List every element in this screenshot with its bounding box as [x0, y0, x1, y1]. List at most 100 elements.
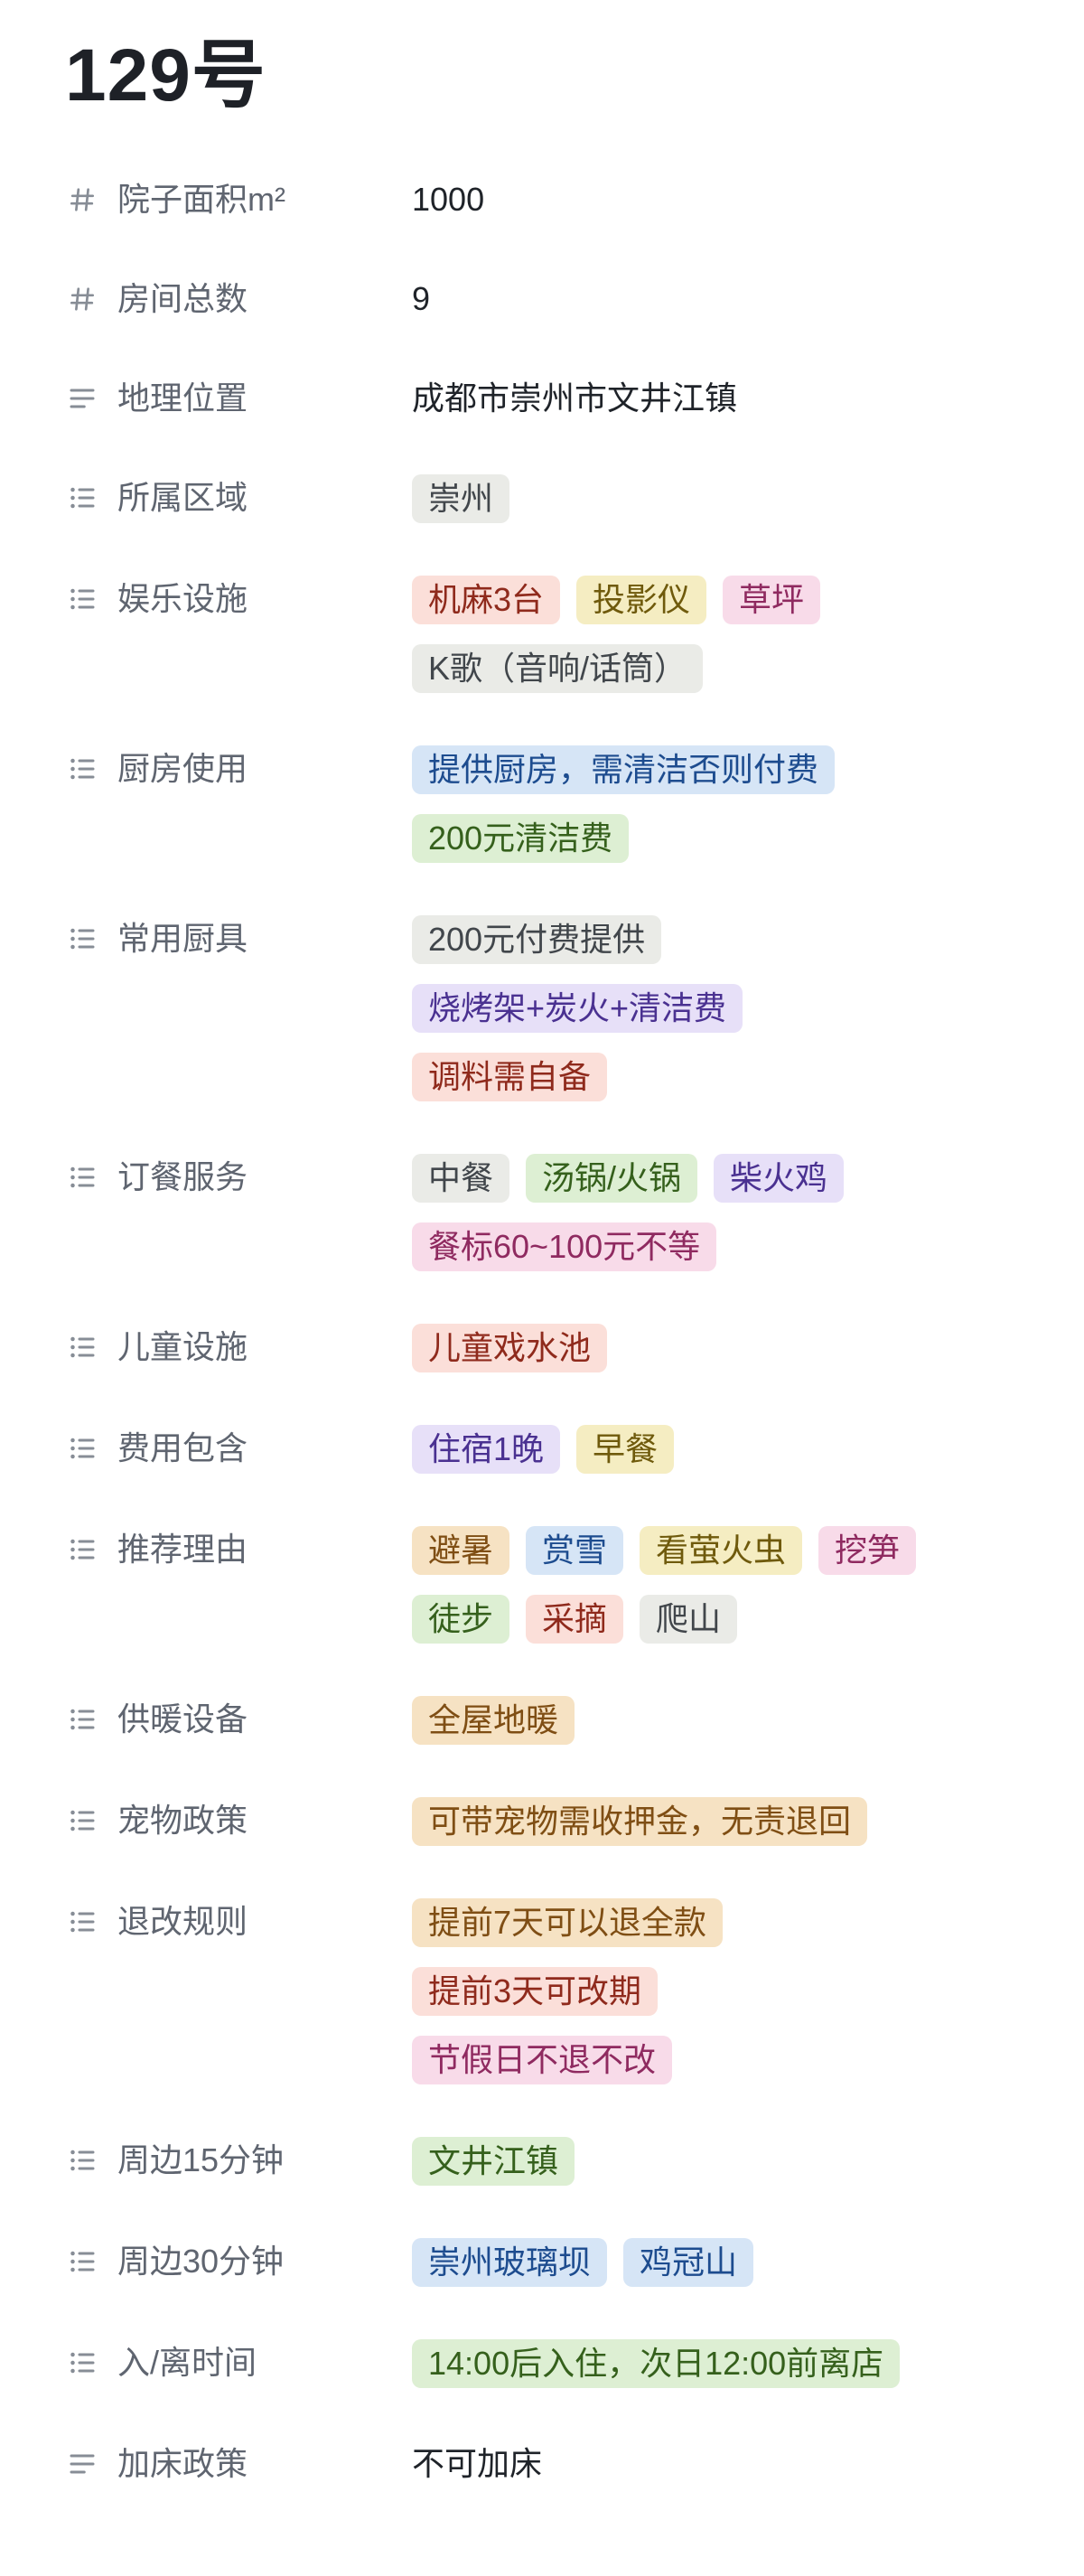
tag-line: 提前7天可以退全款: [412, 1897, 1048, 1947]
option-tag[interactable]: K歌（音响/话筒）: [412, 643, 704, 693]
field-label: 娱乐设施: [117, 579, 248, 617]
option-tag[interactable]: 儿童戏水池: [412, 1323, 608, 1372]
field-row-kids-facilities: 儿童设施儿童戏水池: [65, 1323, 1048, 1372]
option-tag[interactable]: 节假日不退不改: [412, 2035, 673, 2084]
option-tag[interactable]: 采摘: [526, 1594, 624, 1644]
field-value-tags: 住宿1晚早餐: [412, 1424, 1048, 1474]
field-label: 周边30分钟: [117, 2242, 285, 2280]
tag-line: 徒步采摘爬山: [412, 1594, 1048, 1644]
field-row-location: 地理位置 成都市崇州市文井江镇: [65, 375, 1048, 422]
option-tag[interactable]: 投影仪: [576, 575, 707, 624]
field-value-tags: 全屋地暖: [412, 1695, 1048, 1745]
option-tag[interactable]: 200元付费提供: [412, 914, 662, 964]
field-value-text[interactable]: 9: [412, 279, 431, 317]
field-row-recommend-reasons: 推荐理由避暑赏雪看萤火虫挖笋徒步采摘爬山: [65, 1525, 1048, 1644]
option-tag[interactable]: 机麻3台: [412, 575, 561, 624]
hash-icon: [65, 176, 99, 223]
tag-line: 崇州: [412, 473, 1048, 523]
field-value-tags: 崇州: [412, 473, 1048, 523]
list-icon: [65, 1696, 99, 1743]
field-label: 宠物政策: [117, 1801, 248, 1839]
tag-line: 可带宠物需收押金，无责退回: [412, 1796, 1048, 1846]
option-tag[interactable]: 提前7天可以退全款: [412, 1897, 724, 1947]
field-row-entertainment: 娱乐设施 机麻3台投影仪草坪 K歌（音响/话筒）: [65, 575, 1048, 693]
option-tag[interactable]: 全屋地暖: [412, 1695, 575, 1745]
field-row-kitchenware: 常用厨具 200元付费提供烧烤架+炭火+清洁费调料需自备: [65, 914, 1048, 1101]
field-row-nearby-15min: 周边15分钟 文井江镇: [65, 2136, 1048, 2186]
option-tag[interactable]: 200元清洁费: [412, 813, 630, 863]
field-label: 周边15分钟: [117, 2140, 285, 2178]
list-icon: [65, 1425, 99, 1472]
option-tag[interactable]: 住宿1晚: [412, 1424, 561, 1474]
list-icon: [65, 474, 99, 521]
option-tag[interactable]: 餐标60~100元不等: [412, 1222, 717, 1271]
field-row-heating: 供暖设备全屋地暖: [65, 1695, 1048, 1745]
field-value-text[interactable]: 1000: [412, 180, 485, 218]
option-tag[interactable]: 调料需自备: [412, 1052, 608, 1101]
option-tag[interactable]: 文井江镇: [412, 2136, 575, 2186]
tag-line: 崇州玻璃坝鸡冠山: [412, 2237, 1048, 2287]
list-icon: [65, 1154, 99, 1201]
field-label: 地理位置: [117, 379, 248, 417]
tag-line: 烧烤架+炭火+清洁费: [412, 983, 1048, 1033]
option-tag[interactable]: 提前3天可改期: [412, 1966, 659, 2016]
tag-line: 文井江镇: [412, 2136, 1048, 2186]
option-tag[interactable]: 草坪: [723, 575, 821, 624]
field-value-text[interactable]: 成都市崇州市文井江镇: [412, 379, 738, 417]
option-tag[interactable]: 烧烤架+炭火+清洁费: [412, 983, 743, 1033]
list-icon: [65, 1898, 99, 1945]
option-tag[interactable]: 挖笋: [818, 1525, 917, 1575]
option-tag[interactable]: 汤锅/火锅: [526, 1153, 698, 1203]
tag-line: 住宿1晚早餐: [412, 1424, 1048, 1474]
list-icon: [65, 1797, 99, 1844]
field-value-tags: 14:00后入住，次日12:00前离店: [412, 2338, 1048, 2388]
field-label: 加床政策: [117, 2444, 248, 2482]
option-tag[interactable]: 柴火鸡: [714, 1153, 845, 1203]
field-value-tags: 避暑赏雪看萤火虫挖笋徒步采摘爬山: [412, 1525, 1048, 1644]
field-label: 院子面积m²: [117, 180, 285, 218]
field-value-text[interactable]: 不可加床: [412, 2444, 543, 2482]
option-tag[interactable]: 鸡冠山: [623, 2237, 754, 2287]
tag-line: 儿童戏水池: [412, 1323, 1048, 1372]
tag-line: 餐标60~100元不等: [412, 1222, 1048, 1271]
option-tag[interactable]: 赏雪: [526, 1525, 624, 1575]
list-icon: [65, 2339, 99, 2386]
tag-line: 全屋地暖: [412, 1695, 1048, 1745]
field-label: 入/离时间: [117, 2343, 257, 2381]
field-value-tags: 机麻3台投影仪草坪 K歌（音响/话筒）: [412, 575, 1048, 693]
field-row-checkin-checkout: 入/离时间 14:00后入住，次日12:00前离店: [65, 2338, 1048, 2388]
tag-line: 调料需自备: [412, 1052, 1048, 1101]
list-icon: [65, 1324, 99, 1371]
tag-line: 200元清洁费: [412, 813, 1048, 863]
field-row-fee-includes: 费用包含住宿1晚早餐: [65, 1424, 1048, 1474]
record-title[interactable]: 129号: [65, 34, 266, 117]
list-icon: [65, 745, 99, 792]
field-value-tags: 崇州玻璃坝鸡冠山: [412, 2237, 1048, 2287]
field-value-tags: 文井江镇: [412, 2136, 1048, 2186]
field-value-tags: 提前7天可以退全款提前3天可改期节假日不退不改: [412, 1897, 1048, 2084]
option-tag[interactable]: 看萤火虫: [640, 1525, 803, 1575]
field-value-tags: 提供厨房，需清洁否则付费 200元清洁费: [412, 745, 1048, 863]
option-tag[interactable]: 早餐: [576, 1424, 675, 1474]
option-tag[interactable]: 提供厨房，需清洁否则付费: [412, 745, 836, 794]
option-tag[interactable]: 中餐: [412, 1153, 510, 1203]
option-tag[interactable]: 可带宠物需收押金，无责退回: [412, 1796, 868, 1846]
option-tag[interactable]: 14:00后入住，次日12:00前离店: [412, 2338, 901, 2388]
field-row-yard-area: 院子面积m² 1000: [65, 176, 1048, 223]
option-tag[interactable]: 避暑: [412, 1525, 510, 1575]
option-tag[interactable]: 崇州: [412, 473, 510, 523]
option-tag[interactable]: 徒步: [412, 1594, 510, 1644]
field-row-pet-policy: 宠物政策 可带宠物需收押金，无责退回: [65, 1796, 1048, 1846]
text-icon: [65, 375, 99, 422]
option-tag[interactable]: 崇州玻璃坝: [412, 2237, 608, 2287]
tag-line: 避暑赏雪看萤火虫挖笋: [412, 1525, 1048, 1575]
list-icon: [65, 1526, 99, 1573]
option-tag[interactable]: 爬山: [640, 1594, 738, 1644]
field-value-tags: 可带宠物需收押金，无责退回: [412, 1796, 1048, 1846]
tag-line: 14:00后入住，次日12:00前离店: [412, 2338, 1048, 2388]
field-label: 常用厨具: [117, 919, 248, 957]
field-row-meal-service: 订餐服务中餐汤锅/火锅柴火鸡餐标60~100元不等: [65, 1153, 1048, 1271]
field-value-tags: 儿童戏水池: [412, 1323, 1048, 1372]
